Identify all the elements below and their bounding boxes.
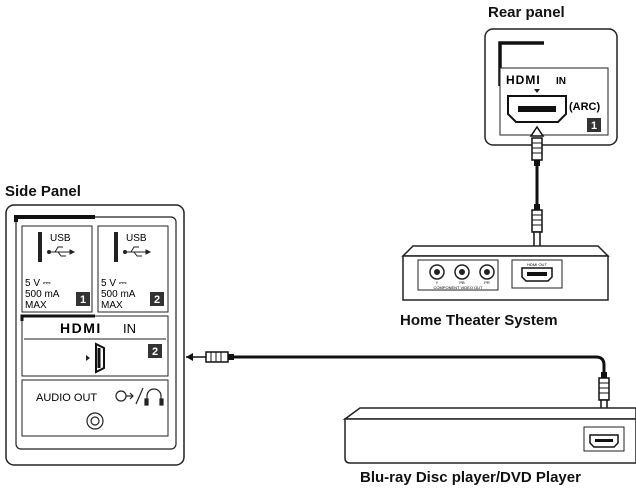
usb1-spec-voltage: 5 V ⎓ bbox=[25, 278, 51, 289]
jack-pr-label: PR bbox=[484, 280, 490, 285]
side-hdmi-in: HDMI IN 2 bbox=[20, 314, 169, 377]
hdmi-out-label: HDMI OUT bbox=[527, 262, 547, 267]
rear-panel: HDMI IN (ARC) 1 bbox=[484, 28, 618, 146]
hdmi-logo: HDMI bbox=[60, 320, 102, 336]
rear-hdmi-in-label: IN bbox=[556, 76, 566, 87]
usb-port-2[interactable]: USB 5 V ⎓ 500 mA MAX 2 bbox=[97, 225, 169, 313]
usb1-number: 1 bbox=[80, 294, 86, 306]
component-video-label: COMPONENT VIDEO OUT bbox=[433, 285, 483, 290]
rear-hdmi-port[interactable] bbox=[507, 95, 567, 123]
usb2-spec-current: 500 mA bbox=[101, 289, 136, 300]
port-arrow-icon bbox=[86, 355, 90, 361]
hdmi-in-label: IN bbox=[123, 321, 136, 336]
usb2-label: USB bbox=[126, 233, 147, 244]
component-jacks[interactable] bbox=[429, 264, 495, 280]
hdmi-cable-arc bbox=[529, 125, 545, 265]
bluray-player-unit bbox=[342, 407, 636, 464]
jack-pb-label: PB bbox=[459, 280, 465, 285]
usb-icon bbox=[47, 246, 76, 257]
hdmi-number: 2 bbox=[152, 346, 158, 358]
home-theater-unit: Y PB PR COMPONENT VIDEO OUT HDMI OUT bbox=[401, 245, 610, 301]
arc-label: (ARC) bbox=[569, 101, 600, 113]
usb-icon bbox=[123, 246, 152, 257]
audio-jack[interactable] bbox=[86, 412, 104, 430]
home-theater-label: Home Theater System bbox=[400, 312, 558, 329]
rear-panel-label: Rear panel bbox=[488, 4, 565, 21]
audio-out-label: AUDIO OUT bbox=[36, 392, 97, 404]
audio-out: AUDIO OUT bbox=[21, 379, 169, 437]
usb1-label: USB bbox=[50, 233, 71, 244]
rear-number: 1 bbox=[591, 120, 597, 132]
player-hdmi-port[interactable] bbox=[589, 434, 619, 448]
home-theater-hdmi-port[interactable] bbox=[521, 267, 553, 282]
usb1-spec-current: 500 mA bbox=[25, 289, 60, 300]
rear-hdmi-logo: HDMI bbox=[506, 73, 541, 87]
usb1-spec-max: MAX bbox=[25, 300, 47, 311]
usb2-spec-max: MAX bbox=[101, 300, 123, 311]
side-hdmi-port[interactable] bbox=[95, 342, 105, 374]
headphone-icon bbox=[115, 387, 164, 406]
player-label: Blu-ray Disc player/DVD Player bbox=[360, 469, 581, 486]
usb2-spec-voltage: 5 V ⎓ bbox=[101, 278, 127, 289]
usb-port-1[interactable]: USB 5 V ⎓ 500 mA MAX 1 bbox=[21, 225, 93, 313]
jack-y-label: Y bbox=[436, 280, 439, 285]
side-panel: USB 5 V ⎓ 500 mA MAX 1 USB 5 V ⎓ 500 mA bbox=[5, 204, 185, 466]
usb2-number: 2 bbox=[154, 294, 160, 306]
port-arrow-icon bbox=[534, 89, 540, 93]
side-panel-label: Side Panel bbox=[5, 183, 81, 200]
